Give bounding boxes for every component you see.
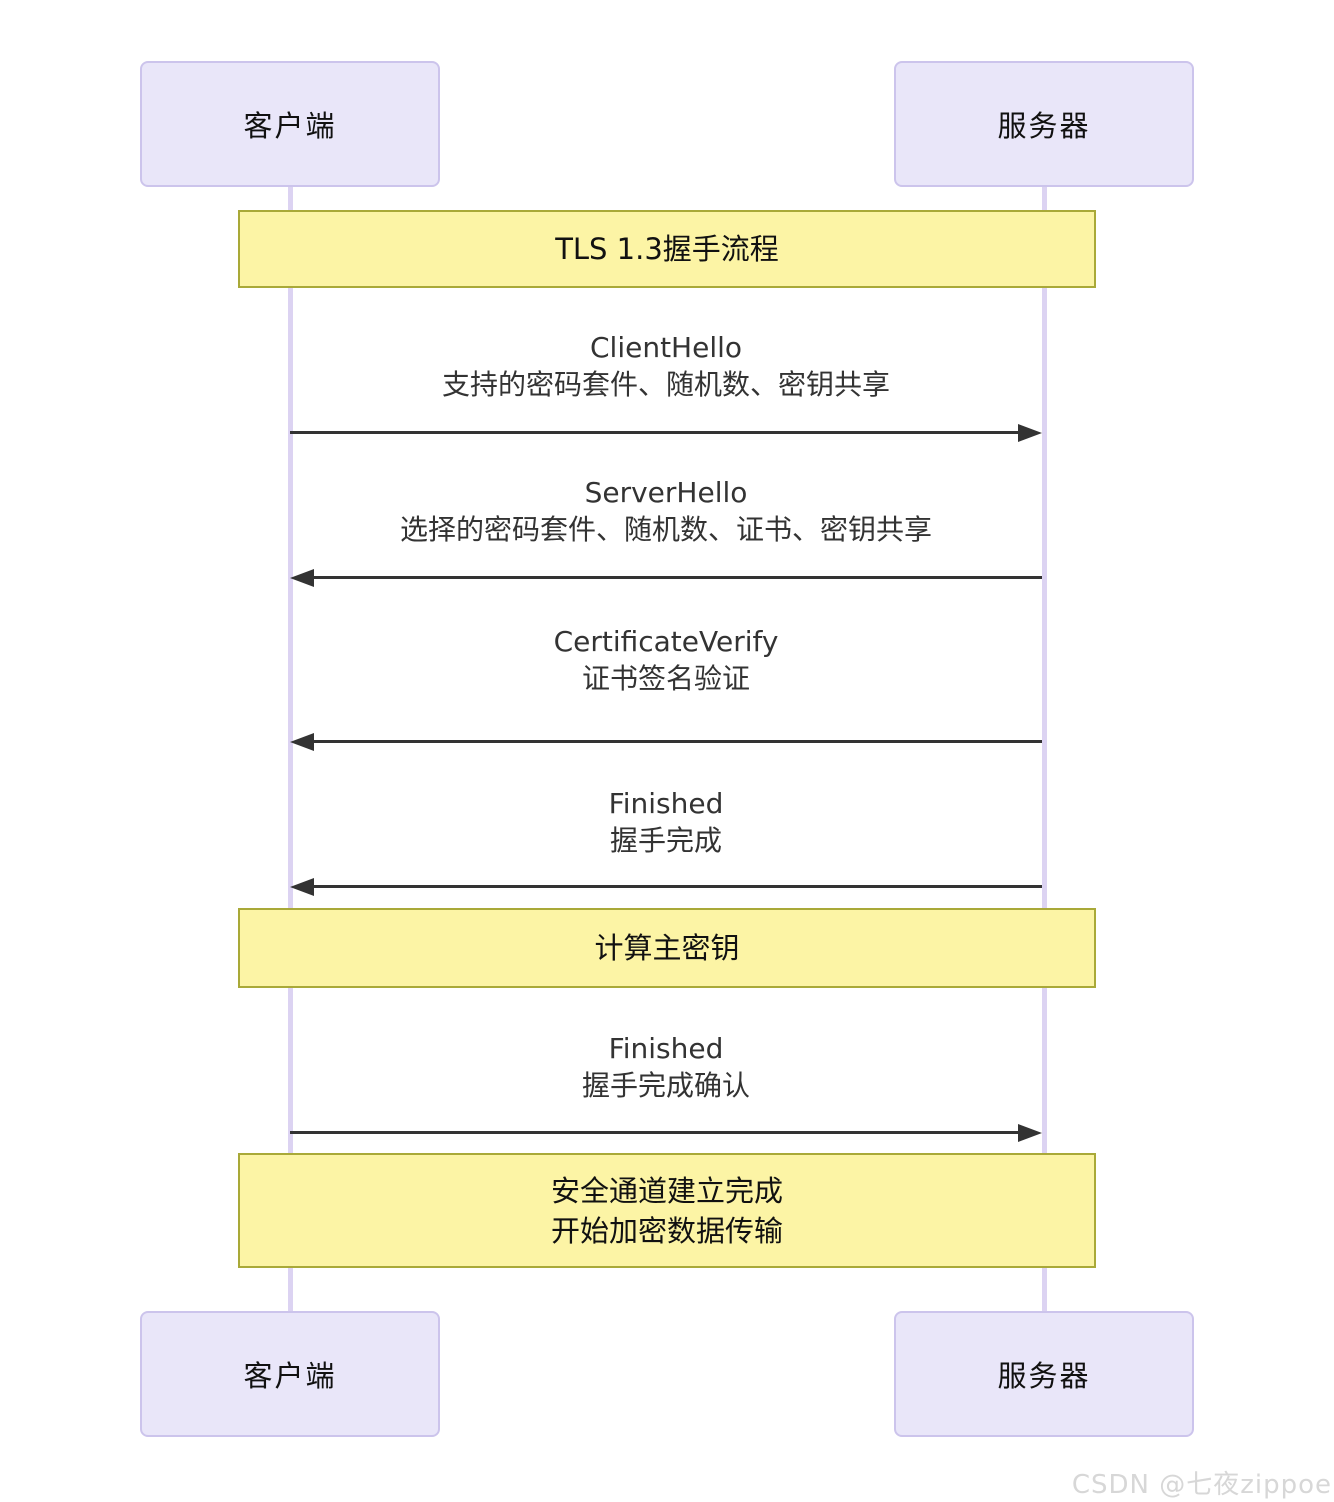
message-certificateverify-title: CertificateVerify (553, 625, 779, 658)
actor-client-label: 客户端 (243, 109, 337, 143)
arrow-head (290, 878, 314, 896)
message-finished-server-desc: 握手完成 (609, 824, 722, 857)
actor-client-top: 客户端 (140, 61, 440, 187)
arrow-head (290, 569, 314, 587)
note-secure-channel-line2: 开始加密数据传输 (550, 1213, 783, 1248)
message-finished-client-desc: 握手完成确认 (581, 1069, 750, 1102)
watermark: CSDN @七夜zippoe (1071, 1470, 1332, 1500)
message-clienthello-desc: 支持的密码套件、随机数、密钥共享 (441, 368, 890, 401)
message-serverhello: ServerHello 选择的密码套件、随机数、证书、密钥共享 (290, 474, 1042, 548)
note-handshake-title-text: TLS 1.3握手流程 (555, 232, 779, 266)
message-serverhello-desc: 选择的密码套件、随机数、证书、密钥共享 (399, 513, 932, 546)
arrow-shaft (310, 576, 1042, 579)
note-master-secret: 计算主密钥 (238, 908, 1096, 988)
message-finished-server-title: Finished (608, 787, 724, 820)
arrow-head (290, 733, 314, 751)
note-master-secret-text: 计算主密钥 (594, 931, 740, 965)
arrow-certificateverify-left-icon (290, 733, 1042, 751)
actor-server-bottom: 服务器 (894, 1311, 1194, 1437)
arrow-head (1018, 1124, 1042, 1142)
arrow-finished-left-icon (290, 878, 1042, 896)
message-certificateverify-desc: 证书签名验证 (581, 662, 750, 695)
arrow-clienthello-right-icon (290, 424, 1042, 442)
arrow-shaft (310, 885, 1042, 888)
message-serverhello-title: ServerHello (584, 476, 748, 509)
arrow-serverhello-left-icon (290, 569, 1042, 587)
message-clienthello-title: ClientHello (589, 331, 743, 364)
arrow-finished-right-icon (290, 1124, 1042, 1142)
actor-server-label: 服务器 (997, 109, 1091, 143)
arrow-shaft (310, 740, 1042, 743)
message-finished-client-title: Finished (608, 1032, 724, 1065)
arrow-shaft (290, 431, 1022, 434)
actor-client-bottom: 客户端 (140, 1311, 440, 1437)
arrow-head (1018, 424, 1042, 442)
arrow-shaft (290, 1131, 1022, 1134)
note-secure-channel: 安全通道建立完成 开始加密数据传输 (238, 1153, 1096, 1268)
message-finished-client: Finished 握手完成确认 (290, 1030, 1042, 1104)
actor-client-bottom-label: 客户端 (243, 1359, 337, 1393)
actor-server-top: 服务器 (894, 61, 1194, 187)
message-clienthello: ClientHello 支持的密码套件、随机数、密钥共享 (290, 329, 1042, 403)
note-handshake-title: TLS 1.3握手流程 (238, 210, 1096, 288)
note-secure-channel-line1: 安全通道建立完成 (550, 1173, 783, 1208)
message-certificateverify: CertificateVerify 证书签名验证 (290, 623, 1042, 697)
message-finished-server: Finished 握手完成 (290, 785, 1042, 859)
lifeline-server (1042, 187, 1047, 1311)
actor-server-bottom-label: 服务器 (997, 1359, 1091, 1393)
